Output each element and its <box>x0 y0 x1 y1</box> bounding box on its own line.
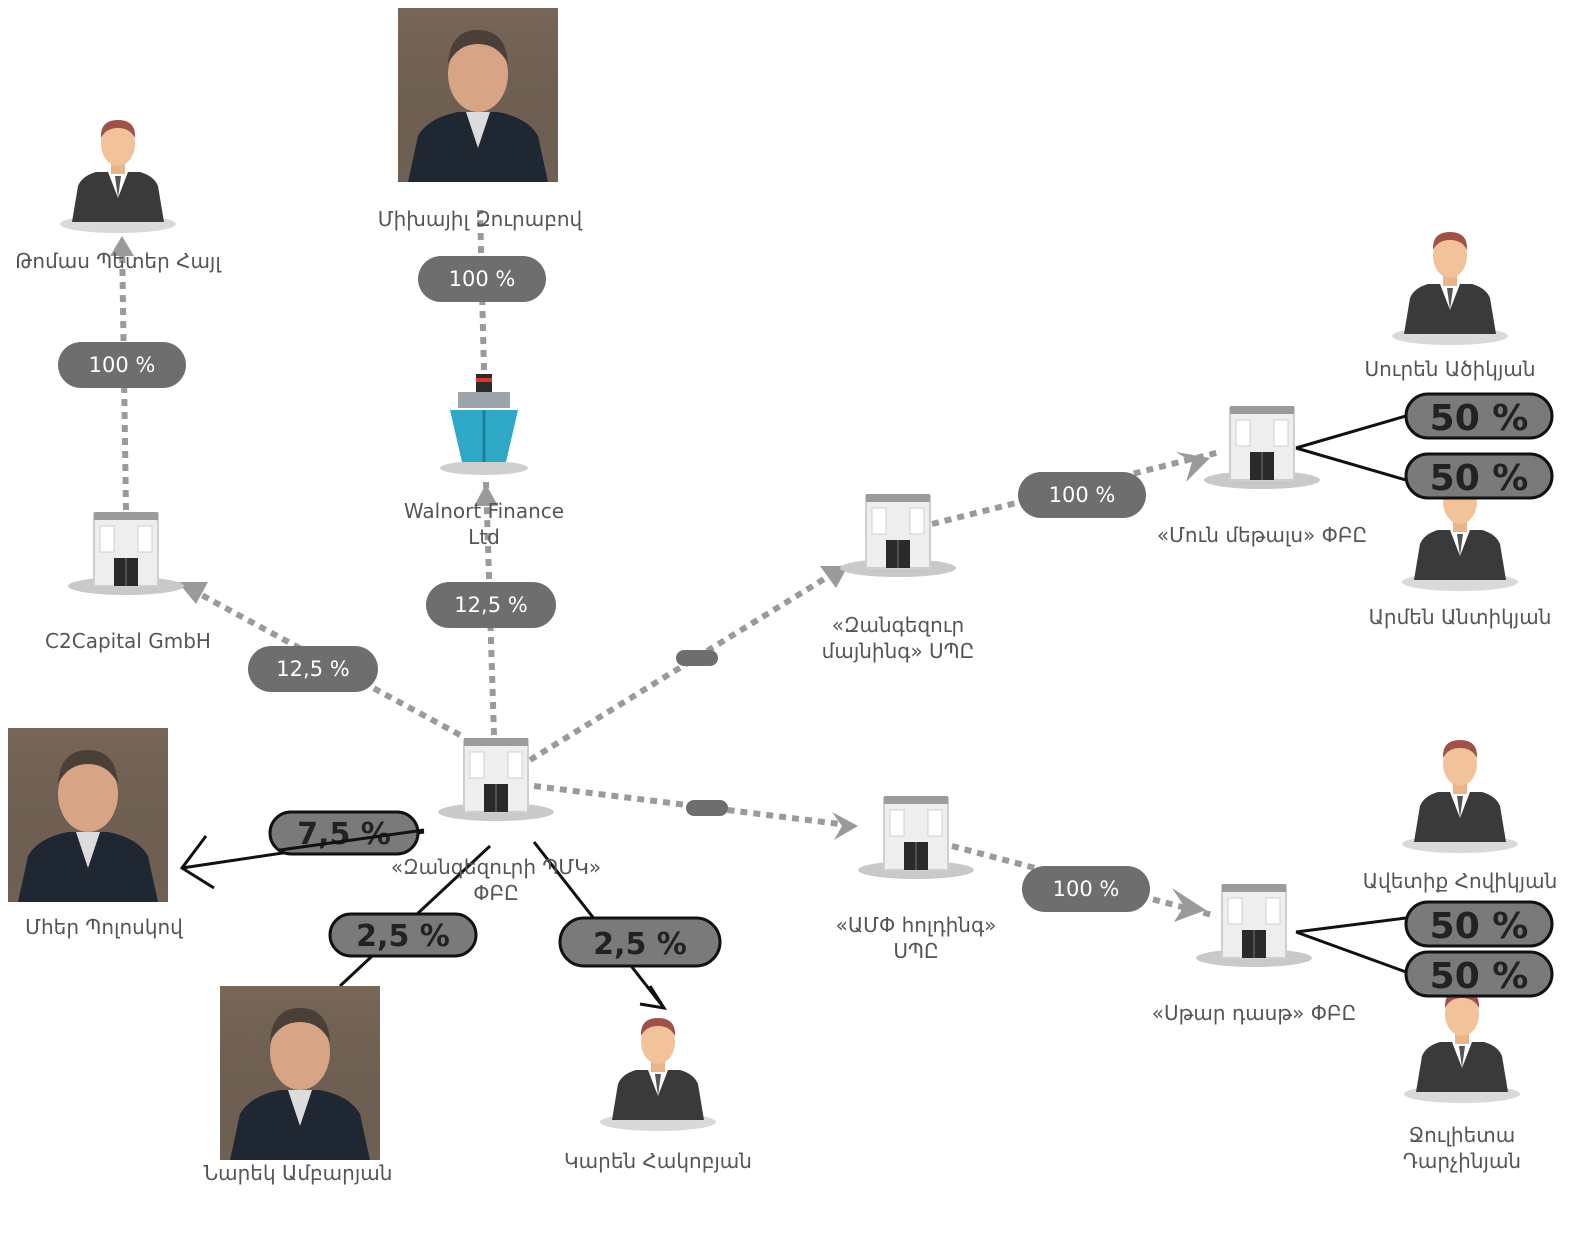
arrowhead-toma <box>110 236 134 256</box>
label-zhulieta-1: Ջուլիետա <box>1409 1123 1515 1147</box>
arrowhead-karen <box>639 985 668 1011</box>
svg-text:12,5 %: 12,5 % <box>454 593 527 617</box>
share-pill: 12,5 % <box>248 646 378 692</box>
label-mining-1: «Զանգեզուր <box>832 613 964 637</box>
connector-dash-mining <box>676 650 718 666</box>
line-star-zhulieta <box>1295 930 1407 974</box>
svg-text:50 %: 50 % <box>1430 956 1529 997</box>
share-pill: 100 % <box>1018 472 1146 518</box>
arrowhead-c2 <box>178 582 208 604</box>
label-walnort-1: Walnort Finance <box>404 499 564 523</box>
share-pill-annotated: 50 % <box>1404 950 1554 998</box>
arrowhead-mun <box>1176 452 1210 482</box>
connector-dash-amf <box>686 800 728 816</box>
label-amf-2: ՍՊԸ <box>893 939 938 963</box>
label-mun: «Մուն մեթալս» ՓԲԸ <box>1157 523 1367 547</box>
svg-text:100 %: 100 % <box>449 267 516 291</box>
label-mining-2: մայնինգ» ՍՊԸ <box>822 639 975 663</box>
strike-line <box>279 828 425 852</box>
building-icon <box>67 511 185 596</box>
edge-main-walnort <box>483 481 497 736</box>
svg-text:100 %: 100 % <box>1053 877 1120 901</box>
label-karen: Կարեն Հակոբյան <box>564 1149 752 1173</box>
label-toma: Թոմաս Պետեր Հայլ <box>15 249 222 273</box>
svg-text:12,5 %: 12,5 % <box>276 657 349 681</box>
arrowhead-mining <box>820 566 848 588</box>
share-pill: 12,5 % <box>426 582 556 628</box>
building-icon <box>1195 883 1313 968</box>
label-armen: Արմեն Անտիկյան <box>1369 605 1552 629</box>
building-icon <box>857 795 975 880</box>
label-amf-1: «ԱՄՓ հոլդինգ» <box>836 913 997 937</box>
edges <box>110 209 1221 922</box>
arrowhead-star <box>1172 888 1206 922</box>
photo-portrait <box>220 986 380 1160</box>
label-mher: Մհեր Պոլոսկով <box>25 915 183 939</box>
svg-text:50 %: 50 % <box>1430 906 1529 947</box>
label-avetik: Ավետիք Հովիկյան <box>1363 869 1558 893</box>
person-icon <box>60 120 176 233</box>
ship-icon <box>440 374 528 475</box>
person-icon <box>1402 740 1518 853</box>
photo-portrait <box>8 728 168 902</box>
svg-text:2,5 %: 2,5 % <box>593 927 687 962</box>
label-main-1: «Զանգեզուրի ՊՄԿ» <box>391 855 601 879</box>
arrowhead-amf <box>832 812 858 840</box>
share-pill-annotated: 2,5 % <box>558 916 722 968</box>
building-icon <box>437 737 555 822</box>
label-zhulieta-2: Դարչինյան <box>1403 1149 1521 1173</box>
share-pill-annotated: 50 % <box>1404 392 1554 440</box>
label-walnort-2: Ltd <box>468 525 500 549</box>
svg-text:100 %: 100 % <box>1049 483 1116 507</box>
person-icon <box>1392 232 1508 345</box>
line-mun-suren <box>1295 414 1407 450</box>
svg-text:2,5 %: 2,5 % <box>356 919 450 954</box>
share-pill: 100 % <box>418 256 546 302</box>
label-main-2: ՓԲԸ <box>473 881 519 905</box>
line-mun-armen <box>1295 446 1407 482</box>
label-narek: Նարեկ Ամբարյան <box>204 1161 393 1185</box>
share-pill: 100 % <box>1022 866 1150 912</box>
share-pill-annotated: 2,5 % <box>328 912 478 958</box>
arrowhead-walnort <box>474 484 498 506</box>
share-pill-annotated: 50 % <box>1404 900 1554 948</box>
label-c2capital: C2Capital GmbH <box>45 629 211 653</box>
share-pill: 100 % <box>58 342 186 388</box>
photo-portrait <box>398 8 558 182</box>
label-suren: Սուրեն Ածիկյան <box>1364 357 1535 381</box>
svg-text:50 %: 50 % <box>1430 458 1529 499</box>
building-icon <box>839 493 957 578</box>
svg-text:100 %: 100 % <box>89 353 156 377</box>
arrowhead-mher <box>179 835 215 890</box>
label-star: «Սթար դասթ» ՓԲԸ <box>1152 1001 1356 1025</box>
label-zurabov: Միխայիլ Զուրաբով <box>378 207 583 231</box>
person-icon <box>1404 990 1520 1103</box>
person-icon <box>600 1018 716 1131</box>
line-star-avetik <box>1295 916 1407 934</box>
share-pill-annotated: 50 % <box>1404 452 1554 500</box>
svg-text:50 %: 50 % <box>1430 398 1529 439</box>
